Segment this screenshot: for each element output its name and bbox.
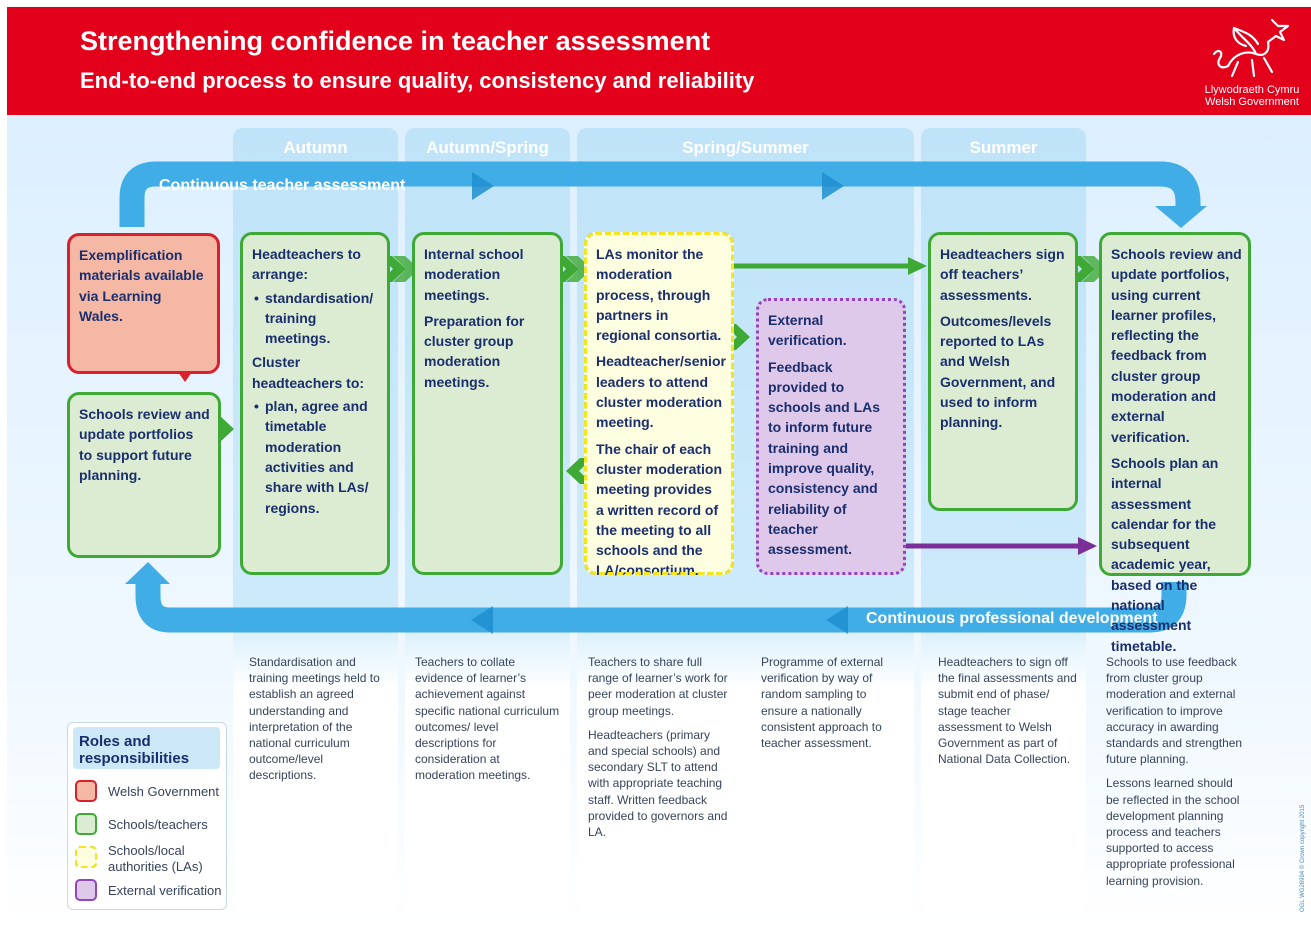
description-summer: Headteachers to sign off the final asses… (938, 654, 1078, 775)
legend-swatch-external-verification (75, 879, 97, 901)
legend-swatch-welsh-government (75, 780, 97, 802)
box-external-verification: External verification. Feedback provided… (756, 298, 906, 575)
box-las-monitor: LAs monitor the moderation process, thro… (584, 232, 734, 578)
box-exemplification-text: Exemplification materials available via … (79, 247, 204, 324)
bottom-band-arrowhead (125, 562, 170, 584)
legend-label-external-verification: External verification (108, 883, 222, 898)
header-bar (7, 7, 1311, 115)
welsh-dragon-logo-icon (1212, 18, 1290, 78)
column-heading-spring-summer: Spring/Summer (682, 138, 809, 157)
logo-text-welsh: Llywodraeth Cymru (1204, 84, 1300, 96)
headteachers-arrange-intro: Headteachers to arrange: (252, 246, 361, 283)
legend-label-schools-las: Schools/local authorities (LAs) (108, 843, 203, 874)
cluster-preparation-text: Preparation for cluster group moderation… (424, 312, 525, 390)
box-schools-review-left-text: Schools review and update portfolios to … (79, 406, 210, 483)
page-subtitle: End-to-end process to ensure quality, co… (80, 68, 755, 93)
legend-swatch-schools-teachers (75, 813, 97, 835)
schools-review-right-text: Schools review and update portfolios, us… (1111, 246, 1242, 445)
top-band-arrowhead (1155, 206, 1207, 228)
description-autumn-spring: Teachers to collate evidence of learner’… (415, 654, 560, 792)
cluster-chair-record-text: The chair of each cluster moderation mee… (596, 440, 723, 579)
column-heading-autumn: Autumn (283, 138, 348, 157)
copyright-notice: OGL WG26994 © Crown copyright 2015 (1300, 804, 1306, 912)
bottom-band-chevron-1 (826, 606, 848, 634)
purple-arrowhead (1078, 537, 1097, 555)
legend-label-welsh-government: Welsh Government (108, 784, 220, 799)
description-peer-moderation-text: Teachers to share full range of learner’… (588, 655, 728, 718)
box-exemplification-materials: Exemplification materials available via … (67, 233, 220, 374)
senior-leaders-attend-text: Headteacher/senior leaders to attend clu… (596, 353, 726, 431)
cluster-headteachers-bullet-1: plan, agree and timetable moderation act… (254, 396, 379, 518)
box-headteachers-arrange: Headteachers to arrange: standardisation… (240, 232, 390, 575)
banner-continuous-teacher-assessment: Continuous teacher assessment (159, 177, 406, 194)
welsh-government-logo: Llywodraeth Cymru Welsh Government (1198, 14, 1306, 110)
description-spring-summer-right: Programme of external verification by wa… (761, 654, 903, 759)
legend-swatch-schools-las (75, 846, 97, 868)
description-external-programme-text: Programme of external verification by wa… (761, 655, 884, 751)
top-band-chevron-1 (472, 172, 494, 200)
description-autumn-text: Standardisation and training meetings he… (249, 655, 380, 783)
legend-label-schools-teachers: Schools/teachers (108, 817, 208, 832)
box-schools-review-left: Schools review and update portfolios to … (67, 392, 221, 558)
box-schools-review-right: Schools review and update portfolios, us… (1099, 232, 1251, 654)
logo-text-english: Welsh Government (1205, 96, 1299, 108)
cluster-headteachers-intro: Cluster headteachers to: (252, 354, 365, 391)
internal-moderation-text: Internal school moderation meetings. (424, 246, 524, 303)
top-band-chevron-2 (822, 172, 844, 200)
legend-title: Roles and responsibilities (73, 727, 220, 769)
green-arrowhead (908, 257, 927, 275)
outcomes-reported-text: Outcomes/levels reported to LAs and Wels… (940, 312, 1056, 431)
description-attendance-text: Headteachers (primary and special school… (588, 727, 728, 840)
page-title: Strengthening confidence in teacher asse… (80, 26, 711, 56)
headteachers-arrange-bullet-1: standardisation/ training meetings. (254, 288, 379, 349)
external-verification-feedback: Feedback provided to schools and LAs to … (768, 358, 881, 558)
top-band-arrow (119, 161, 1201, 227)
bottom-band-chevron-2 (471, 606, 493, 634)
external-verification-title: External verification. (768, 312, 847, 349)
box-internal-moderation: Internal school moderation meetings. Pre… (412, 232, 563, 575)
bottom-band-arrow (135, 580, 1187, 633)
las-monitor-text: LAs monitor the moderation process, thro… (596, 246, 722, 344)
description-spring-summer-left: Teachers to share full range of learner’… (588, 654, 730, 848)
description-lessons-learned-text: Lessons learned should be reflected in t… (1106, 776, 1240, 888)
banner-continuous-professional-development: Continuous professional development (866, 610, 1158, 627)
column-heading-summer: Summer (969, 138, 1038, 157)
description-feedback-use-text: Schools to use feedback from cluster gro… (1106, 655, 1243, 767)
description-summer-text: Headteachers to sign off the final asses… (938, 655, 1077, 767)
box-headteachers-sign-off: Headteachers sign off teachers’ assessme… (928, 232, 1078, 511)
sign-off-text: Headteachers sign off teachers’ assessme… (940, 246, 1065, 303)
column-heading-autumn-spring: Autumn/Spring (426, 138, 549, 157)
description-autumn-spring-text: Teachers to collate evidence of learner’… (415, 655, 560, 783)
description-after-summer: Schools to use feedback from cluster gro… (1106, 654, 1246, 897)
schools-plan-calendar-text: Schools plan an internal assessment cale… (1111, 454, 1219, 654)
description-autumn: Standardisation and training meetings he… (249, 654, 389, 792)
